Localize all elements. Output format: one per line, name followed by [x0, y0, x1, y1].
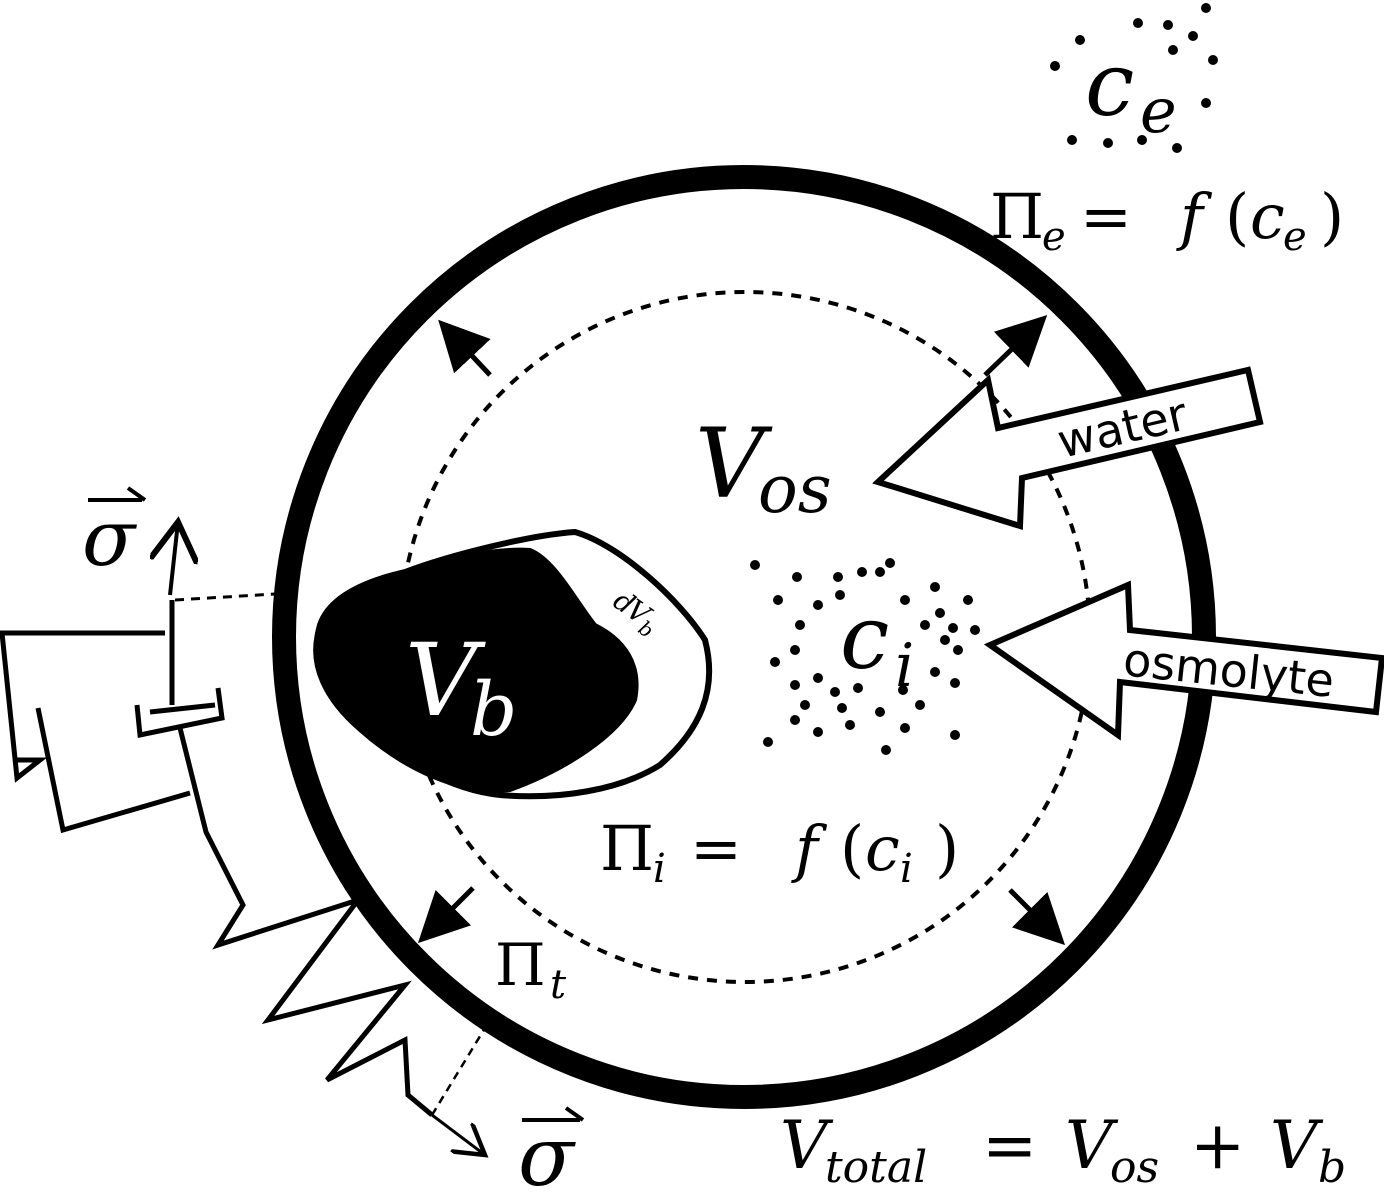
- pi-i-c: c: [865, 812, 900, 885]
- vb-sub: b: [470, 667, 517, 753]
- pi-i-close: ): [935, 812, 959, 885]
- pi-t-pi: Π: [495, 931, 546, 999]
- pi-e-pi: Π: [990, 180, 1044, 253]
- internal-solute-dots: [750, 558, 980, 755]
- osmolyte-inflow-arrow: [983, 580, 1384, 741]
- osmotic-volume-label: V os: [695, 408, 832, 528]
- external-pressure-formula: Π e = f ( c e ): [990, 180, 1344, 260]
- pi-i-csub: i: [900, 846, 913, 892]
- stress-vector-bottom: σ: [518, 1106, 585, 1192]
- mechanical-model: [0, 522, 485, 1155]
- vector-arrow-head-icon: [126, 486, 147, 502]
- ci-main: c: [840, 586, 889, 689]
- vector-arrow-head-icon: [564, 1106, 585, 1122]
- vtotal-eq: =: [982, 1107, 1037, 1184]
- vtotal-sub2: os: [1110, 1142, 1159, 1192]
- pi-e-eq: =: [1080, 180, 1132, 253]
- osmolyte-label: osmolyte: [1121, 632, 1337, 708]
- stress-vector-top: σ: [82, 486, 147, 584]
- vtotal-v2: V: [1065, 1107, 1119, 1184]
- vos-sub: os: [758, 451, 832, 528]
- pi-e-csub: e: [1283, 214, 1307, 260]
- vb-main: V: [405, 622, 486, 739]
- internal-pressure-formula: Π i = f ( c i ): [600, 812, 959, 892]
- water-inflow-arrow: [872, 366, 1264, 531]
- pi-i-open: (: [840, 812, 864, 885]
- pi-e-sub: e: [1042, 214, 1066, 260]
- expansion-arrows: [417, 315, 1066, 946]
- vos-main: V: [695, 408, 773, 520]
- bound-volume-core: [313, 547, 639, 793]
- vtotal-sub3: b: [1318, 1142, 1346, 1192]
- external-concentration-label: c e: [1085, 33, 1177, 147]
- sigma-bottom: σ: [518, 1110, 576, 1192]
- pi-i-sub: i: [653, 846, 666, 892]
- total-volume-formula: V total = V os + V b: [780, 1107, 1346, 1192]
- pi-t-sub: t: [550, 962, 567, 1008]
- pi-e-f: f: [1176, 180, 1213, 253]
- internal-concentration-label: c i: [840, 586, 914, 701]
- pi-e-c: c: [1250, 180, 1285, 253]
- sigma-top: σ: [82, 494, 137, 584]
- bound-volume: [313, 528, 713, 800]
- turgor-pressure-label: Π t: [495, 931, 567, 1008]
- pi-i-eq: =: [690, 812, 742, 885]
- vtotal-v: V: [780, 1107, 834, 1184]
- pi-i-pi: Π: [600, 812, 654, 885]
- bound-volume-label: V b: [405, 622, 517, 753]
- ce-main: c: [1085, 33, 1134, 136]
- pi-e-close: ): [1320, 180, 1344, 253]
- vtotal-v3: V: [1270, 1107, 1324, 1184]
- pi-e-open: (: [1225, 180, 1249, 253]
- external-solute-dots: [1050, 3, 1218, 153]
- ce-sub: e: [1140, 74, 1177, 147]
- vtotal-plus: +: [1190, 1107, 1245, 1184]
- pi-i-f: f: [791, 812, 828, 885]
- ci-sub: i: [895, 631, 914, 701]
- vtotal-sub: total: [825, 1142, 927, 1192]
